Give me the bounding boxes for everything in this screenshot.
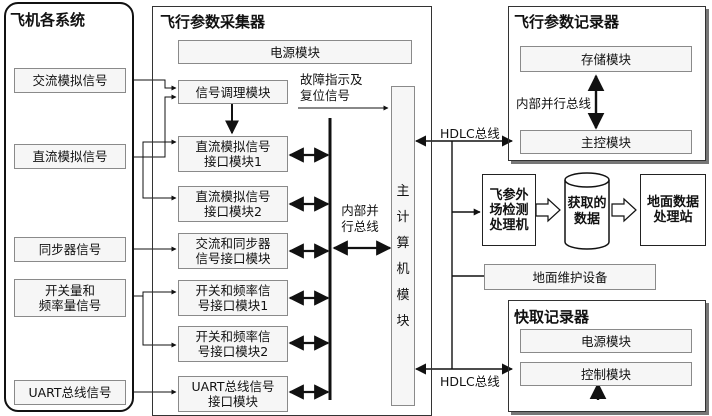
data-flow-arrows (535, 197, 637, 223)
storage-module: 存储模块 (520, 46, 692, 72)
switch-freq-signal-lines (132, 289, 177, 348)
dc-signal-branch-lines (132, 94, 177, 201)
collector-power-module: 电源模块 (178, 40, 412, 64)
aircraft-systems-panel (4, 2, 134, 412)
dc-interface-module-2: 直流模拟信号 接口模块2 (178, 186, 288, 222)
ground-maintenance-equipment: 地面维护设备 (484, 264, 656, 290)
dc-interface-module-1: 直流模拟信号 接口模块1 (178, 136, 288, 172)
aircraft-systems-title: 飞机各系统 (10, 11, 86, 29)
quick-recorder-control-module: 控制模块 (520, 362, 692, 386)
main-control-module: 主控模块 (520, 130, 692, 154)
sync-signal: 同步器信号 (14, 237, 126, 262)
collector-title: 飞行参数采集器 (160, 13, 266, 31)
ac-sync-interface-module: 交流和同步器 信号接口模块 (178, 233, 288, 269)
recorder-panel (508, 6, 706, 161)
module-bus-arrows (288, 147, 330, 400)
switch-freq-signal: 开关量和 频率量信号 (14, 279, 126, 317)
switch-freq-interface-module-1: 开关和频率信 号接口模块1 (178, 280, 288, 316)
conditioning-module: 信号调理模块 (178, 80, 288, 104)
hdlc-bottom-label: HDLC总线 (440, 374, 500, 389)
internal-bus-label: 内部并 行总线 (341, 203, 379, 234)
main-computer-label: 主 计 算 机 模 块 (396, 184, 410, 329)
retrieved-data-label: 获取的 数据 (567, 196, 607, 227)
ac-signal-to-conditioning-line (132, 79, 177, 91)
retrieved-data-cylinder: 获取的 数据 (563, 172, 611, 250)
hdlc-top-label: HDLC总线 (440, 126, 500, 141)
field-test-processor: 飞参外 场检测 处理机 (482, 174, 536, 246)
quick-recorder-title: 快取记录器 (514, 308, 590, 326)
uart-signal: UART总线信号 (14, 380, 126, 405)
switch-freq-interface-module-2: 开关和频率信 号接口模块2 (178, 326, 288, 362)
main-computer-module: 主 计 算 机 模 块 (391, 86, 415, 406)
dc-analog-signal: 直流模拟信号 (14, 144, 126, 169)
ground-data-station: 地面数据 处理站 (640, 174, 706, 246)
quick-recorder-power-module: 电源模块 (520, 329, 692, 353)
fault-reset-label: 故障指示及 复位信号 (300, 72, 363, 103)
cylinder-shape (564, 172, 610, 250)
recorder-title: 飞行参数记录器 (514, 13, 620, 31)
uart-interface-module: UART总线信号 接口模块 (178, 376, 288, 412)
recorder-bus-label: 内部并行总线 (516, 96, 592, 111)
connection-lines (132, 74, 637, 400)
ac-analog-signal: 交流模拟信号 (14, 68, 126, 93)
